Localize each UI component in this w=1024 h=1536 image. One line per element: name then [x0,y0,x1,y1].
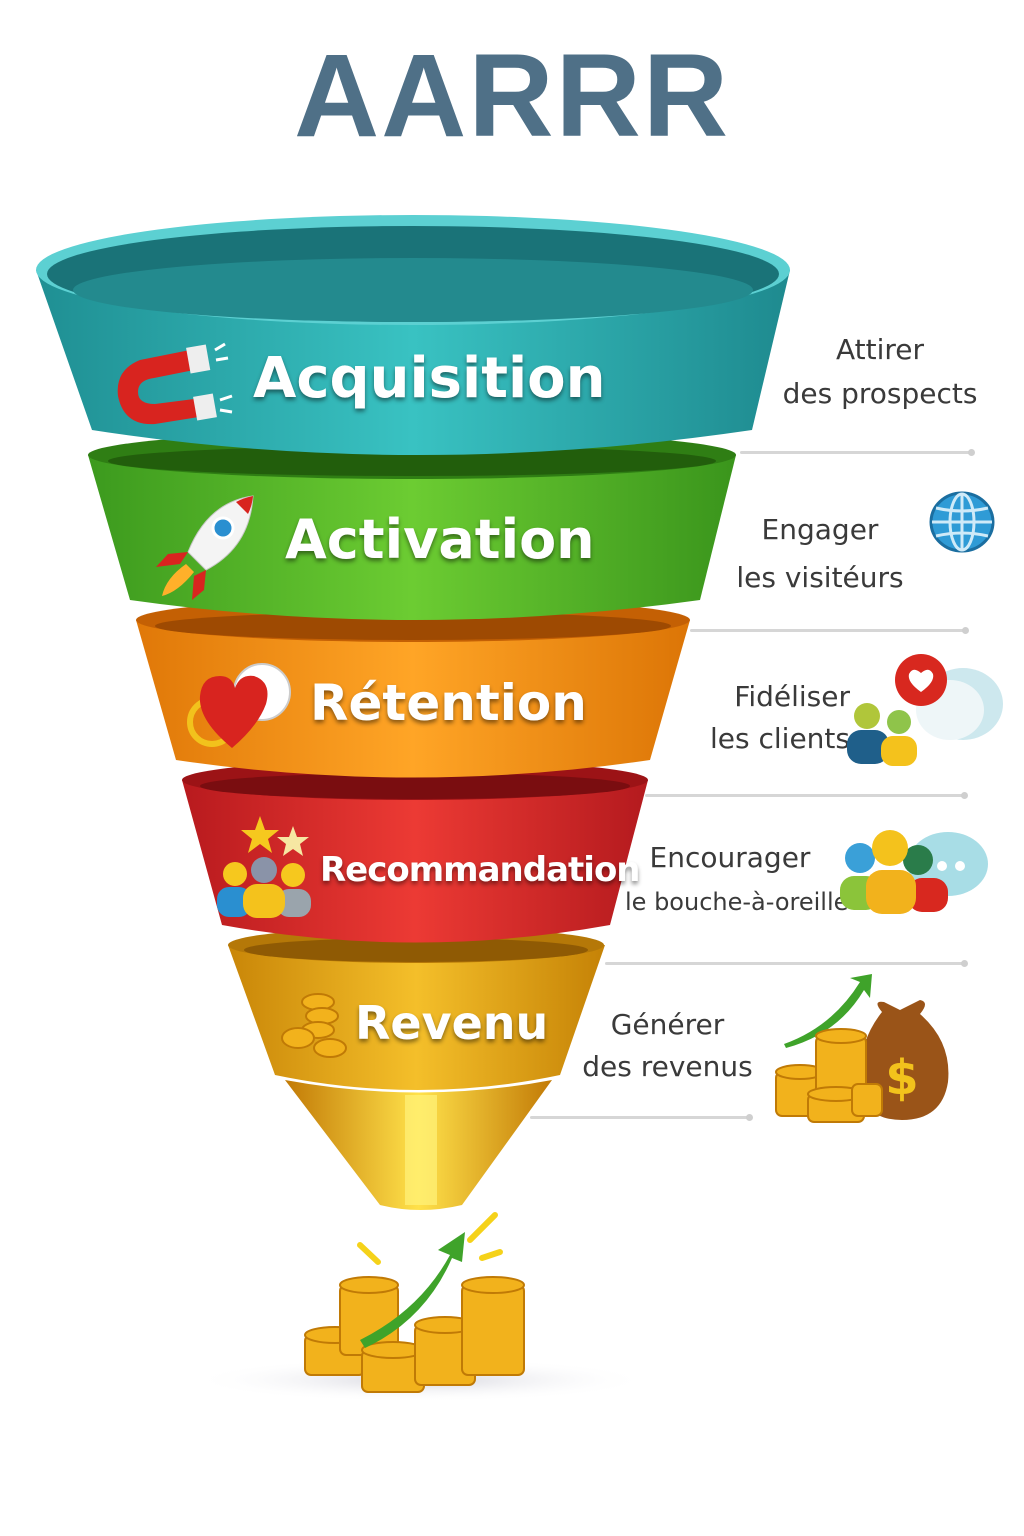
separator-line [740,449,975,456]
stage-description-activation: Engager les visitéurs [720,506,920,602]
coins-icon [281,993,347,1058]
globe-icon [929,491,995,553]
description-line: des prospects [782,377,978,410]
stage-label-retention: Rétention [310,674,587,732]
stage-description-revenu: Générer des revenus [575,1004,760,1088]
stage-label-recommandation: Recommandation [320,850,641,890]
funnel-segment-acquisition [36,215,790,455]
stage-label-acquisition: Acquisition [253,346,606,411]
description-line: Encourager [649,841,811,874]
separator-line [690,627,969,634]
separator-line [530,1114,753,1121]
description-line: les visitéurs [736,561,904,594]
stage-description-acquisition: Attirer des prospects [780,328,980,416]
description-line: Attirer [835,333,925,366]
coins-pile-icon [190,1212,650,1402]
description-line: Fidéliser [734,680,850,713]
stage-description-recommandation: Encourager le bouche-à-oreille [625,836,849,924]
description-line: les clients [710,722,850,755]
description-line: Générer [610,1008,725,1041]
stage-label-activation: Activation [285,508,595,571]
heart-ring-icon [187,663,291,748]
description-line: Engager [761,513,879,546]
rocket-icon [156,495,254,600]
svg-text:$: $ [885,1050,918,1106]
customers-chat-icon [847,654,1003,766]
stage-description-retention: Fidéliser les clients [680,676,850,760]
description-line: le bouche-à-oreille [625,888,849,916]
money-bag-icon: $ [775,974,949,1123]
separator-line [645,792,968,799]
funnel-segment-retention [136,598,690,778]
magnet-icon [117,342,233,425]
description-line: des revenus [582,1050,753,1083]
people-stars-icon [217,816,311,918]
separator-line [605,960,968,967]
stage-label-revenu: Revenu [355,996,549,1050]
page-title: AARRR [293,30,731,162]
group-chat-icon [840,830,988,914]
